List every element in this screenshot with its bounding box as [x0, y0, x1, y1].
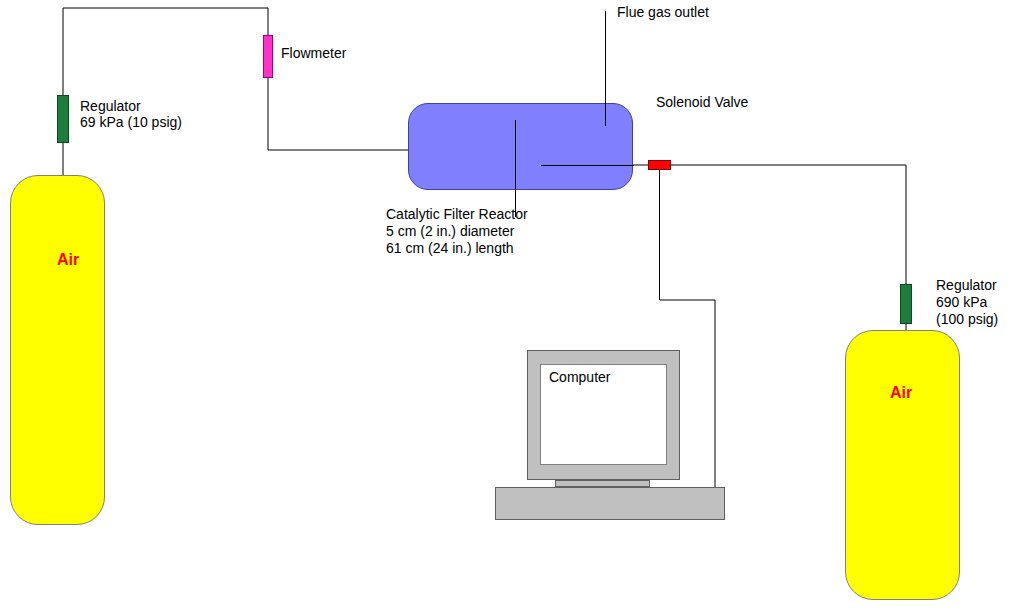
pipe-line — [268, 78, 408, 150]
pipe-line — [633, 165, 648, 166]
air-cylinder-label: Air — [57, 252, 79, 268]
monitor-stand — [555, 480, 650, 487]
filter-element — [515, 120, 516, 217]
flue-gas-pipe — [605, 11, 606, 126]
pipe-line — [63, 8, 268, 95]
pressure-regulator: Regulator69 kPa (10 psig) — [57, 95, 69, 143]
outlet-label: Flue gas outlet — [617, 4, 709, 20]
catalytic-filter-reactor-label: 61 cm (24 in.) length — [386, 240, 514, 256]
pressure-regulator-label: 69 kPa (10 psig) — [80, 114, 182, 130]
pipe-line — [63, 143, 64, 175]
solenoid-valve-label: Solenoid Valve — [656, 94, 748, 110]
air-cylinder: Air — [10, 175, 105, 525]
inlet-pipe — [541, 165, 634, 166]
computer: Computer — [495, 345, 725, 520]
pressure-regulator-label: (100 psig) — [936, 311, 998, 327]
keyboard-base — [495, 487, 725, 520]
screen-label: Computer — [549, 369, 610, 385]
catalytic-filter-reactor-label: 5 cm (2 in.) diameter — [386, 223, 514, 239]
pressure-regulator: Regulator690 kPa(100 psig) — [900, 284, 912, 324]
pressure-regulator-label: Regulator — [936, 277, 997, 293]
air-cylinder-label: Air — [890, 385, 912, 401]
catalytic-filter-reactor: Catalytic Filter Reactor5 cm (2 in.) dia… — [408, 103, 633, 190]
pipe-line — [671, 165, 906, 284]
solenoid-valve: Solenoid Valve — [648, 160, 671, 170]
pressure-regulator-label: 690 kPa — [936, 294, 987, 310]
flowmeter: Flowmeter — [263, 35, 273, 78]
flowmeter-label: Flowmeter — [281, 45, 346, 61]
catalytic-filter-reactor-label: Catalytic Filter Reactor — [386, 206, 528, 222]
pressure-regulator-label: Regulator — [80, 98, 141, 114]
air-cylinder: Air — [845, 330, 960, 600]
